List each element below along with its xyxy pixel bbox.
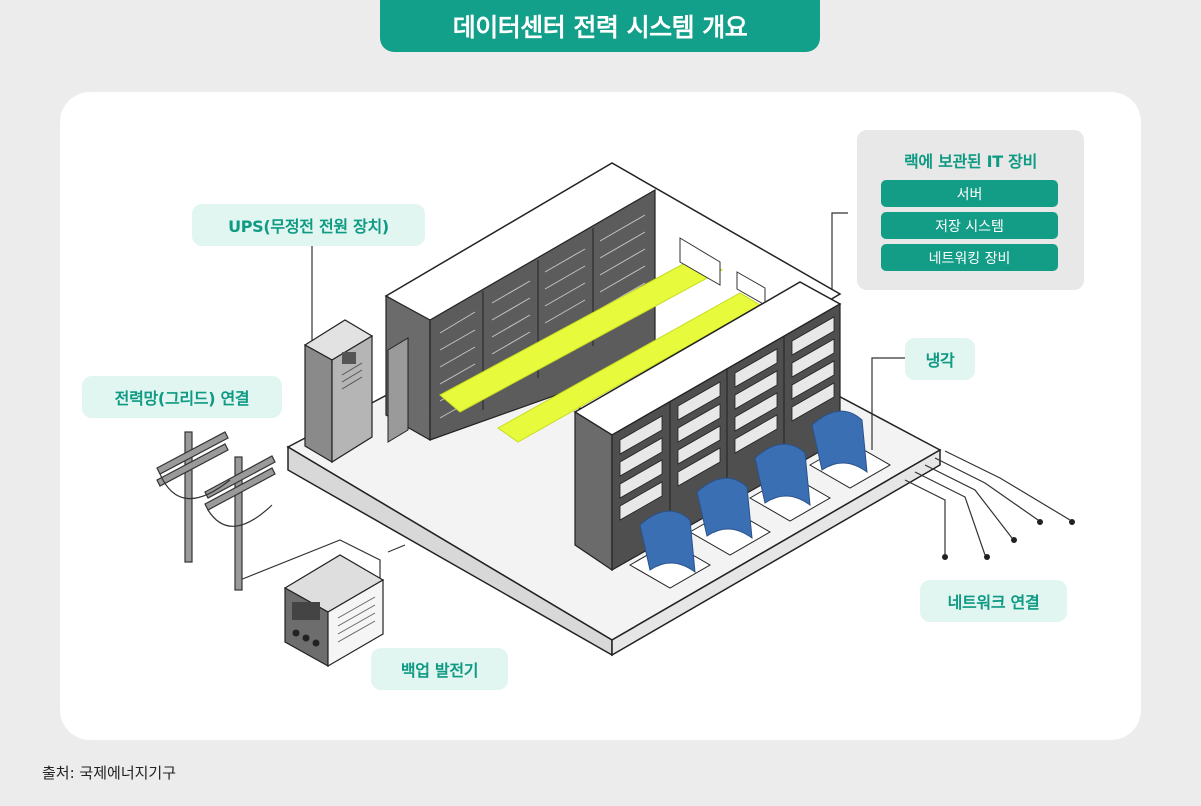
cable-ends	[942, 519, 1075, 560]
it-item-server: 서버	[881, 180, 1058, 207]
utility-poles	[156, 431, 276, 591]
ups-cabinet	[303, 319, 409, 464]
it-item-storage: 저장 시스템	[881, 212, 1058, 239]
source-note: 출처: 국제에너지기구	[42, 764, 177, 782]
front-rack-row	[573, 281, 842, 572]
cooling-label: 냉각	[905, 338, 975, 380]
grid-label: 전력망(그리드) 연결	[82, 376, 282, 418]
network-cables	[904, 450, 1071, 556]
it-equipment-box: 랙에 보관된 IT 장비 서버 저장 시스템 네트워킹 장비	[857, 130, 1084, 290]
it-item-networking: 네트워킹 장비	[881, 244, 1058, 271]
it-equipment-title: 랙에 보관된 IT 장비	[903, 152, 1038, 171]
aisle-highlight	[439, 254, 723, 413]
ups-label: UPS(무정전 전원 장치)	[192, 204, 425, 246]
generator-label: 백업 발전기	[371, 648, 508, 690]
wall-vents	[679, 237, 766, 306]
backup-generator	[283, 554, 385, 668]
network-label: 네트워크 연결	[920, 580, 1067, 622]
diagram-title: 데이터센터 전력 시스템 개요	[380, 0, 820, 52]
cooling-ducts	[639, 410, 868, 574]
